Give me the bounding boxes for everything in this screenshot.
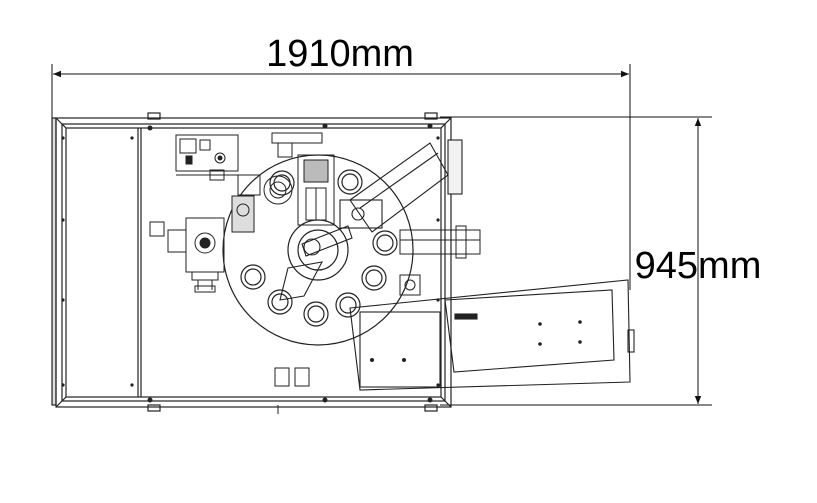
rotary-table [222, 154, 414, 346]
left-feeder [149, 174, 293, 290]
pick-arm [279, 225, 353, 301]
right-rail [399, 225, 481, 296]
output-conveyor [349, 279, 635, 391]
machine-frame [51, 112, 452, 412]
diagonal-chute [339, 139, 463, 233]
control-panel [175, 134, 239, 181]
width-dimension [51, 64, 631, 290]
width-label: 1910mm [266, 33, 414, 75]
bottom-fixtures [194, 285, 310, 414]
height-label: 945mm [635, 245, 762, 287]
rotary-holders [240, 169, 398, 327]
tool-head [271, 132, 335, 226]
frame-bolts [61, 123, 440, 403]
height-dimension [440, 116, 712, 406]
